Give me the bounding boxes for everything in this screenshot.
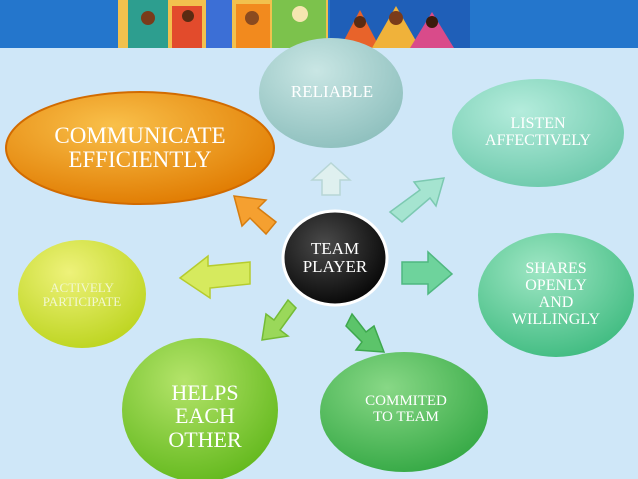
arrow-right — [401, 250, 454, 296]
label-listen-affectively: LISTEN AFFECTIVELY — [485, 115, 591, 149]
arrow-down-right — [345, 312, 386, 353]
node-team-player — [281, 209, 389, 307]
header-banner — [0, 0, 638, 48]
people-mosaic-art — [0, 0, 638, 48]
label-actively-participate: ACTIVELY PARTICIPATE — [42, 280, 122, 309]
node-actively-participate — [18, 240, 146, 348]
node-communicate-efficiently — [5, 91, 275, 205]
node-reliable — [259, 38, 403, 148]
label-commited-to-team: COMMITED TO TEAM — [365, 393, 447, 425]
label-helps-each-other: HELPS EACH OTHER — [168, 380, 242, 452]
label-communicate-efficiently: COMMUNICATE EFFICIENTLY — [54, 122, 226, 172]
node-listen-affectively — [452, 79, 624, 187]
arrow-left — [178, 254, 251, 300]
node-helps-each-other — [122, 338, 278, 479]
label-team-player: TEAM PLAYER — [302, 239, 368, 276]
arrow-down-left — [261, 298, 297, 341]
label-reliable: RELIABLE — [290, 82, 374, 102]
arrow-up-right — [388, 177, 446, 223]
arrow-up-left — [232, 195, 278, 236]
node-commited-to-team — [320, 352, 488, 472]
node-shares-openly — [478, 233, 634, 357]
label-shares-openly: SHARES OPENLY AND WILLINGLY — [511, 260, 601, 328]
arrow-up — [310, 161, 352, 196]
